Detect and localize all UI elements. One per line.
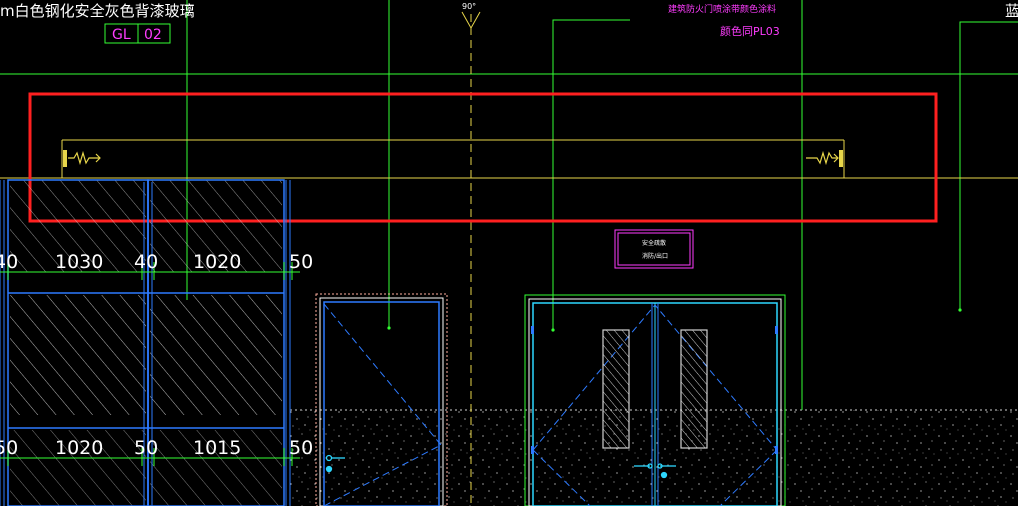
dimension-row-2 [0, 448, 300, 466]
double-door-handle-icon [634, 463, 676, 479]
floor-speckle-pattern [290, 410, 1018, 506]
right-edge-label: 蓝 [1005, 2, 1018, 20]
glass-spec-label: m白色钢化安全灰色背漆玻璃 [0, 2, 195, 20]
angle-label: 90° [462, 2, 476, 11]
angle-mark [461, 11, 481, 30]
right-spring-anchor-icon [806, 150, 843, 167]
dim-row1-4: 50 [289, 251, 313, 273]
exit-sign-box [614, 229, 694, 269]
dim-row1-2: 40 [134, 251, 158, 273]
dim-row1-3: 1020 [193, 251, 241, 273]
single-door-handle-icon [325, 454, 345, 473]
dim-row2-4: 50 [289, 437, 313, 459]
gl-tag-text: GL [112, 27, 131, 43]
door-note-line1: 建筑防火门喷涂带颜色涂料 [668, 3, 776, 15]
left-spring-anchor-icon [63, 150, 101, 167]
dim-row1-1: 1030 [55, 251, 103, 273]
glass-curtain-wall [0, 179, 291, 506]
door-vision-panel-left [602, 329, 630, 449]
door-vision-panel-right [680, 329, 708, 449]
exit-sign-line1: 安全疏散 [642, 239, 666, 247]
door-note-leader [552, 19, 630, 330]
dim-row2-2: 50 [134, 437, 158, 459]
right-note-leader [959, 21, 1018, 310]
dim-row1-0: 40 [0, 251, 18, 273]
dim-row2-3: 1015 [193, 437, 241, 459]
gl-tag-number: 02 [144, 27, 162, 43]
selection-highlight-box[interactable] [28, 92, 938, 223]
dim-row2-0: 50 [0, 437, 18, 459]
dim-row2-1: 1020 [55, 437, 103, 459]
door-note-line2: 颜色同PL03 [720, 24, 780, 38]
double-fire-door [524, 294, 786, 506]
single-door [315, 293, 448, 506]
dimension-row-1 [0, 262, 300, 280]
exit-sign-line2: 消防/出口 [642, 252, 668, 260]
